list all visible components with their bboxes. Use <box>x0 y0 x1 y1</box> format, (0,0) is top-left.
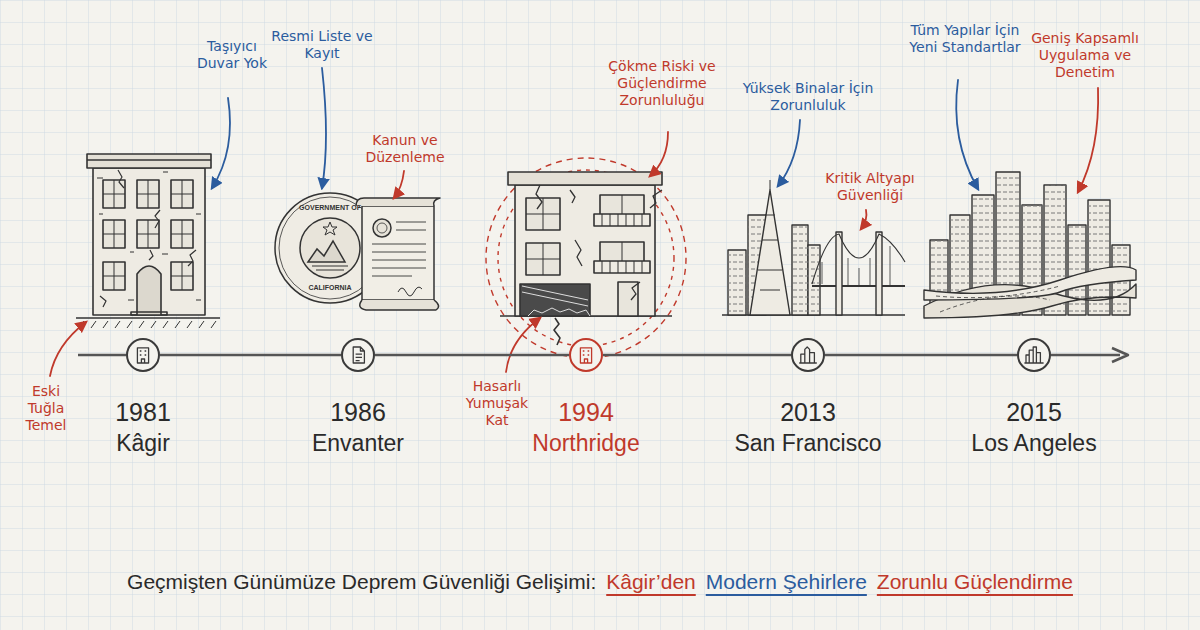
timeline-segment <box>825 354 1017 357</box>
marker-icon <box>131 343 155 367</box>
year-label: 1994 <box>558 398 614 426</box>
callout-text: Kritik Altyapı Güvenliği <box>804 170 936 204</box>
timeline-marker: 1994Northridge <box>569 338 603 372</box>
risk-ring <box>486 158 686 358</box>
marker-icon <box>796 343 820 367</box>
callout-text: Eski Tuğla Temel <box>16 383 76 434</box>
icon <box>580 348 591 363</box>
callout-text: Çökme Riski ve Güçlendirme Zorunluluğu <box>603 58 721 109</box>
callout-arrows <box>50 68 1098 376</box>
caption: Geçmişten Günümüze Deprem Güvenliği Geli… <box>127 568 596 596</box>
era-label: San Francisco <box>734 430 881 456</box>
timeline-segment <box>375 354 569 357</box>
era-label: Kâgir <box>116 430 170 456</box>
callout-text: Taşıyıcı Duvar Yok <box>192 38 272 72</box>
seal-text: CALIFORNIA <box>295 284 365 292</box>
masonry-building <box>76 154 220 328</box>
marker-icon <box>1022 343 1046 367</box>
year-label: 2013 <box>780 398 836 426</box>
era-label: Envanter <box>312 430 404 456</box>
law-scroll <box>356 198 440 310</box>
icon <box>353 347 364 363</box>
soft-story-building <box>500 172 672 345</box>
year-label: 2015 <box>1006 398 1062 426</box>
year-label: 1986 <box>330 398 386 426</box>
caption-row: Geçmişten Günümüze Deprem Güvenliği Geli… <box>0 568 1200 596</box>
timeline-marker: 2013San Francisco <box>791 338 825 372</box>
timeline-axis <box>78 348 1128 362</box>
callout-text: Geniş Kapsamlı Uygulama ve Denetim <box>1019 30 1151 81</box>
icon <box>1024 347 1043 363</box>
callout-text: Tüm Yapılar İçin Yeni Standartlar <box>903 22 1028 56</box>
callout-text: Yüksek Binalar İçin Zorunluluk <box>723 80 893 114</box>
year-label: 1981 <box>115 398 171 426</box>
era-label: Northridge <box>532 430 639 456</box>
timeline-marker: 1986Envanter <box>341 338 375 372</box>
callout-text: Resmi Liste ve Kayıt <box>267 28 377 62</box>
caption-highlight: Zorunlu Güçlendirme <box>877 568 1073 596</box>
marker-icon <box>574 343 598 367</box>
icon <box>137 348 148 363</box>
caption-highlight: Modern Şehirlere <box>706 568 867 596</box>
timeline-segment <box>603 354 791 357</box>
callout-text: Hasarlı Yumuşak Kat <box>456 378 538 429</box>
seal-text: GOVERNMENT OF <box>295 204 365 212</box>
los-angeles-skyline <box>924 172 1136 318</box>
era-label: Los Angeles <box>971 430 1096 456</box>
callout-text: Kanun ve Düzenleme <box>355 132 455 166</box>
timeline-segment <box>160 354 341 357</box>
timeline-marker: 2015Los Angeles <box>1017 338 1051 372</box>
caption-highlight: Kâgir’den <box>606 568 696 596</box>
timeline-marker: 1981Kâgir <box>126 338 160 372</box>
marker-icon <box>346 343 370 367</box>
icon <box>799 347 817 363</box>
